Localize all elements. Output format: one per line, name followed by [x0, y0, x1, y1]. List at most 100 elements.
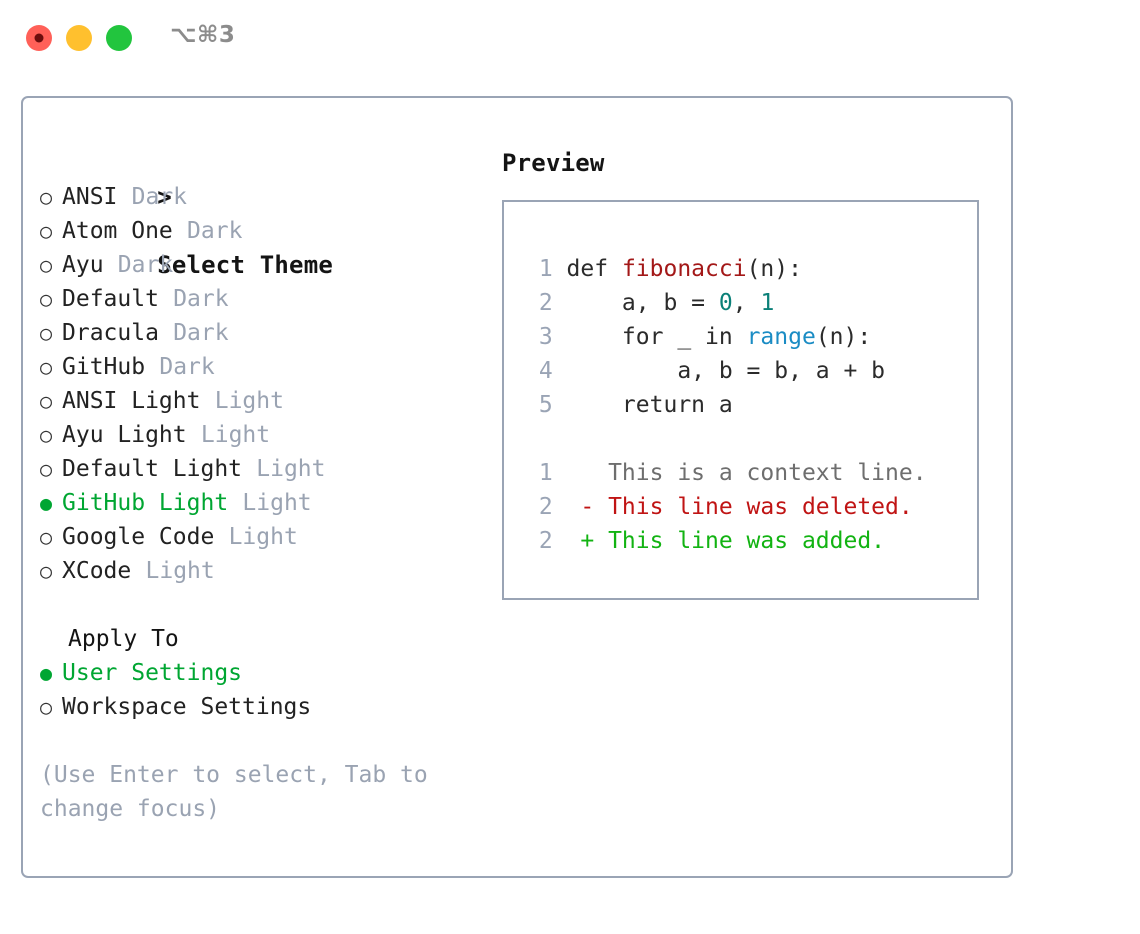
theme-variant-tag: Light [228, 524, 298, 550]
keyboard-hint-text: (Use Enter to select, Tab to change focu… [40, 762, 442, 822]
minimize-button[interactable] [66, 25, 92, 51]
radio-selected-icon: ● [40, 661, 53, 685]
page-title: Select Theme [157, 251, 333, 279]
line-number: 2 [538, 528, 553, 554]
code-token-plain: a, b = [566, 290, 719, 316]
diff-line-add: 2 + This line was added. [524, 524, 969, 558]
radio-unselected-icon: ○ [40, 185, 53, 209]
radio-unselected-icon: ○ [40, 355, 53, 379]
caret-icon: > [157, 183, 172, 211]
theme-option-xcode[interactable]: ○ XCode Light [40, 554, 480, 588]
theme-variant-tag: Dark [173, 286, 229, 312]
theme-option-label: Google Code [62, 524, 215, 550]
radio-unselected-icon: ○ [40, 559, 53, 583]
code-diff-gap [524, 422, 969, 456]
theme-option-default-light[interactable]: ○ Default Light Light [40, 452, 480, 486]
radio-unselected-icon: ○ [40, 525, 53, 549]
radio-unselected-icon: ○ [40, 457, 53, 481]
theme-option-dracula[interactable]: ○ Dracula Dark [40, 316, 480, 350]
theme-option-label: Dracula [62, 320, 159, 346]
traffic-light-group [26, 25, 132, 51]
theme-option-label: Atom One [62, 218, 173, 244]
theme-variant-tag: Light [145, 558, 215, 584]
zoom-button[interactable] [106, 25, 132, 51]
theme-option-github-light[interactable]: ● GitHub Light Light [40, 486, 480, 520]
theme-option-github[interactable]: ○ GitHub Dark [40, 350, 480, 384]
code-token-plain: def [566, 256, 622, 282]
line-number: 2 [538, 494, 553, 520]
close-button[interactable] [26, 25, 52, 51]
line-number: 1 [538, 460, 553, 486]
theme-option-label: ANSI Light [62, 388, 201, 414]
diff-block: 1 This is a context line.2 - This line w… [524, 456, 969, 558]
theme-option-label: ANSI [62, 184, 118, 210]
theme-option-label: Ayu [62, 252, 104, 278]
diff-line-text: + This line was added. [566, 528, 886, 554]
apply-to-list: ● User Settings ○ Workspace Settings [40, 656, 480, 724]
theme-variant-tag: Dark [159, 354, 215, 380]
apply-to-option-user-settings[interactable]: ● User Settings [40, 656, 480, 690]
diff-line-del: 2 - This line was deleted. [524, 490, 969, 524]
theme-variant-tag: Dark [117, 252, 174, 278]
apply-to-heading: Apply To [68, 626, 179, 652]
theme-option-default[interactable]: ○ Default Dark [40, 282, 480, 316]
apply-to-option-label: Workspace Settings [62, 694, 312, 720]
apply-to-option-label: User Settings [62, 660, 243, 686]
code-token-plain: , [732, 290, 761, 316]
theme-option-label: Ayu Light [62, 422, 187, 448]
radio-unselected-icon: ○ [40, 287, 53, 311]
line-number: 4 [538, 358, 553, 384]
radio-selected-icon: ● [40, 491, 53, 515]
theme-variant-tag: Light [214, 388, 284, 414]
code-token-call: range [746, 324, 816, 350]
code-token-num: 1 [760, 290, 775, 316]
line-number: 3 [538, 324, 553, 350]
theme-option-label: XCode [62, 558, 132, 584]
line-number: 1 [538, 256, 553, 282]
line-number: 2 [538, 290, 553, 316]
theme-option-label: GitHub Light [62, 490, 229, 516]
radio-unselected-icon: ○ [40, 253, 53, 277]
preview-heading: Preview [502, 149, 605, 177]
theme-option-ansi[interactable]: ○ ANSI Dark [40, 180, 480, 214]
code-token-plain: (n): [815, 324, 872, 350]
radio-unselected-icon: ○ [40, 695, 53, 719]
theme-option-ayu[interactable]: ○ Ayu Dark [40, 248, 480, 282]
code-token-plain: return a [566, 392, 733, 418]
code-line: 3 for _ in range(n): [524, 320, 969, 354]
radio-unselected-icon: ○ [40, 321, 53, 345]
theme-variant-tag: Light [256, 456, 326, 482]
theme-option-label: Default Light [62, 456, 243, 482]
diff-line-text: This is a context line. [566, 460, 927, 486]
code-line: 5 return a [524, 388, 969, 422]
line-number: 5 [538, 392, 553, 418]
theme-option-ansi-light[interactable]: ○ ANSI Light Light [40, 384, 480, 418]
code-token-num: 0 [718, 290, 733, 316]
theme-option-label: Default [62, 286, 159, 312]
theme-variant-tag: Light [242, 490, 312, 516]
theme-variant-tag: Dark [173, 320, 229, 346]
keyboard-shortcut-label: ⌥⌘3 [170, 22, 236, 48]
radio-unselected-icon: ○ [40, 423, 53, 447]
code-line: 4 a, b = b, a + b [524, 354, 969, 388]
theme-variant-tag: Dark [131, 184, 188, 210]
theme-option-label: GitHub [62, 354, 146, 380]
select-theme-heading: > Select Theme [40, 146, 480, 279]
diff-line-ctx: 1 This is a context line. [524, 456, 969, 490]
theme-option-google-code[interactable]: ○ Google Code Light [40, 520, 480, 554]
title-bar: ⌥⌘3 [0, 0, 1140, 76]
radio-unselected-icon: ○ [40, 389, 53, 413]
apply-to-option-workspace-settings[interactable]: ○ Workspace Settings [40, 690, 480, 724]
code-line: 2 a, b = 0, 1 [524, 286, 969, 320]
